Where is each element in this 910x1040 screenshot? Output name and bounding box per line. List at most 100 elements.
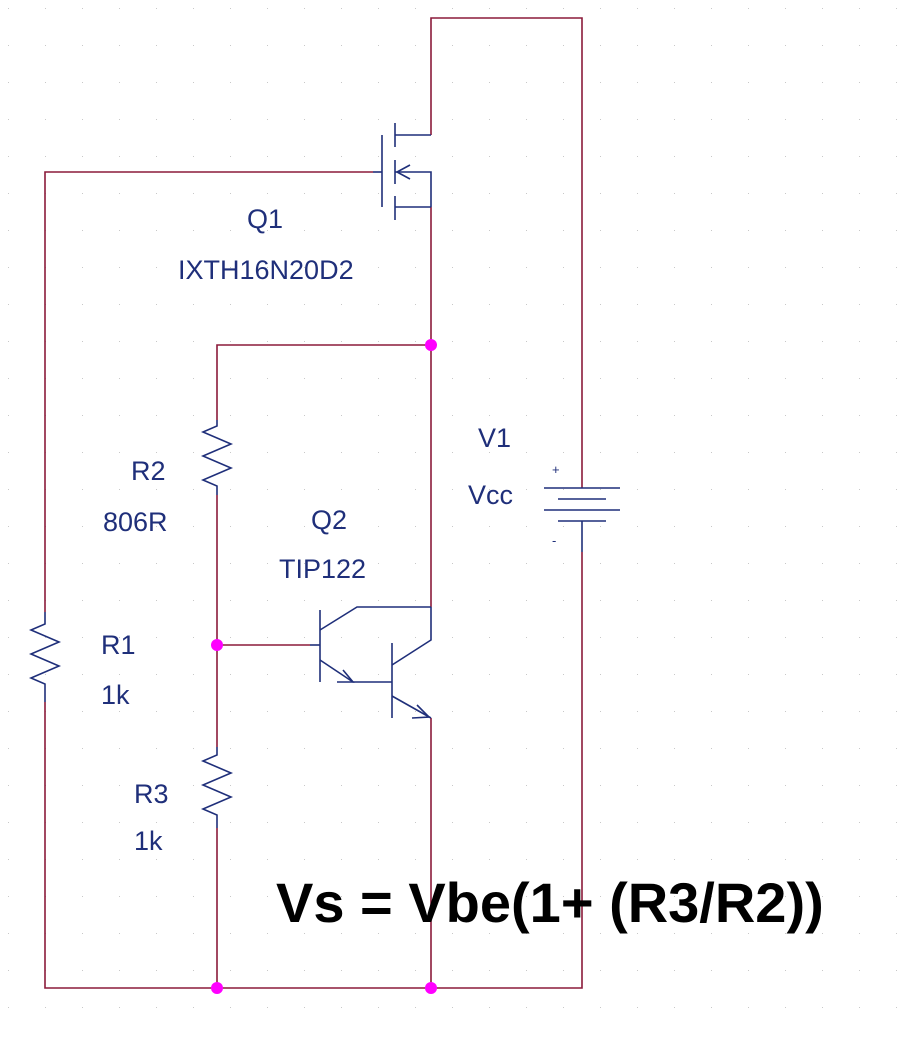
grid-dot bbox=[452, 119, 453, 120]
grid-dot bbox=[341, 711, 342, 712]
grid-dot bbox=[304, 859, 305, 860]
grid-dot bbox=[267, 193, 268, 194]
grid-dot bbox=[489, 267, 490, 268]
grid-dot bbox=[600, 489, 601, 490]
grid-dot bbox=[341, 82, 342, 83]
grid-dot bbox=[637, 82, 638, 83]
grid-dot bbox=[785, 822, 786, 823]
grid-dot bbox=[674, 859, 675, 860]
grid-dot bbox=[637, 859, 638, 860]
grid-dot bbox=[8, 82, 9, 83]
grid-dot bbox=[822, 267, 823, 268]
grid-dot bbox=[156, 230, 157, 231]
grid-dot bbox=[674, 193, 675, 194]
wire-r1-bottom bbox=[44, 552, 583, 989]
grid-dot bbox=[452, 600, 453, 601]
grid-dot bbox=[119, 193, 120, 194]
grid-dot bbox=[82, 674, 83, 675]
grid-dot bbox=[415, 563, 416, 564]
grid-dot bbox=[600, 45, 601, 46]
grid-dot bbox=[304, 748, 305, 749]
q2-ref-label: Q2 bbox=[311, 505, 347, 535]
grid-dot bbox=[415, 156, 416, 157]
grid-dot bbox=[193, 230, 194, 231]
grid-dot bbox=[859, 859, 860, 860]
grid-dot bbox=[119, 230, 120, 231]
grid-dot bbox=[378, 526, 379, 527]
grid-dot bbox=[415, 193, 416, 194]
grid-dot bbox=[859, 452, 860, 453]
grid-dot bbox=[8, 378, 9, 379]
grid-dot bbox=[82, 193, 83, 194]
grid-dot bbox=[674, 600, 675, 601]
grid-dot bbox=[489, 82, 490, 83]
grid-dot bbox=[82, 1007, 83, 1008]
grid-dot bbox=[193, 156, 194, 157]
wire-top-loop bbox=[430, 17, 583, 488]
grid-dot bbox=[378, 341, 379, 342]
grid-dot bbox=[8, 415, 9, 416]
grid-dot bbox=[119, 896, 120, 897]
grid-dot bbox=[600, 785, 601, 786]
grid-dot bbox=[156, 859, 157, 860]
grid-dot bbox=[822, 415, 823, 416]
grid-dot bbox=[156, 822, 157, 823]
grid-dot bbox=[637, 600, 638, 601]
grid-dot bbox=[896, 526, 897, 527]
grid-dot bbox=[600, 119, 601, 120]
grid-dot bbox=[452, 8, 453, 9]
grid-dot bbox=[193, 711, 194, 712]
grid-dot bbox=[230, 230, 231, 231]
grid-dot bbox=[230, 267, 231, 268]
grid-dot bbox=[341, 452, 342, 453]
grid-dot bbox=[452, 970, 453, 971]
grid-dot bbox=[674, 822, 675, 823]
grid-dot bbox=[711, 674, 712, 675]
grid-dot bbox=[378, 378, 379, 379]
grid-dot bbox=[415, 785, 416, 786]
grid-dot bbox=[82, 267, 83, 268]
grid-dot bbox=[8, 970, 9, 971]
grid-dot bbox=[896, 119, 897, 120]
resistor-icon bbox=[28, 612, 62, 702]
grid-dot bbox=[563, 748, 564, 749]
grid-dot bbox=[637, 637, 638, 638]
grid-dot bbox=[230, 378, 231, 379]
grid-dot bbox=[119, 748, 120, 749]
grid-dot bbox=[230, 341, 231, 342]
grid-dot bbox=[674, 674, 675, 675]
grid-dot bbox=[156, 563, 157, 564]
grid-dot bbox=[452, 193, 453, 194]
grid-dot bbox=[156, 452, 157, 453]
grid-dot bbox=[8, 933, 9, 934]
grid-dot bbox=[711, 415, 712, 416]
grid-dot bbox=[341, 637, 342, 638]
grid-dot bbox=[452, 267, 453, 268]
grid-dot bbox=[8, 859, 9, 860]
grid-dot bbox=[304, 341, 305, 342]
grid-dot bbox=[8, 1007, 9, 1008]
grid-dot bbox=[304, 600, 305, 601]
grid-dot bbox=[267, 637, 268, 638]
grid-dot bbox=[563, 230, 564, 231]
grid-dot bbox=[378, 785, 379, 786]
grid-dot bbox=[193, 563, 194, 564]
grid-dot bbox=[378, 45, 379, 46]
grid-dot bbox=[341, 156, 342, 157]
grid-dot bbox=[489, 341, 490, 342]
grid-dot bbox=[637, 489, 638, 490]
grid-dot bbox=[8, 230, 9, 231]
q1-ref-label: Q1 bbox=[247, 204, 283, 234]
grid-dot bbox=[82, 785, 83, 786]
grid-dot bbox=[526, 822, 527, 823]
grid-dot bbox=[230, 82, 231, 83]
grid-dot bbox=[378, 415, 379, 416]
grid-dot bbox=[896, 970, 897, 971]
grid-dot bbox=[600, 230, 601, 231]
grid-dot bbox=[600, 859, 601, 860]
grid-dot bbox=[674, 378, 675, 379]
grid-dot bbox=[82, 119, 83, 120]
grid-dot bbox=[563, 526, 564, 527]
grid-dot bbox=[304, 970, 305, 971]
